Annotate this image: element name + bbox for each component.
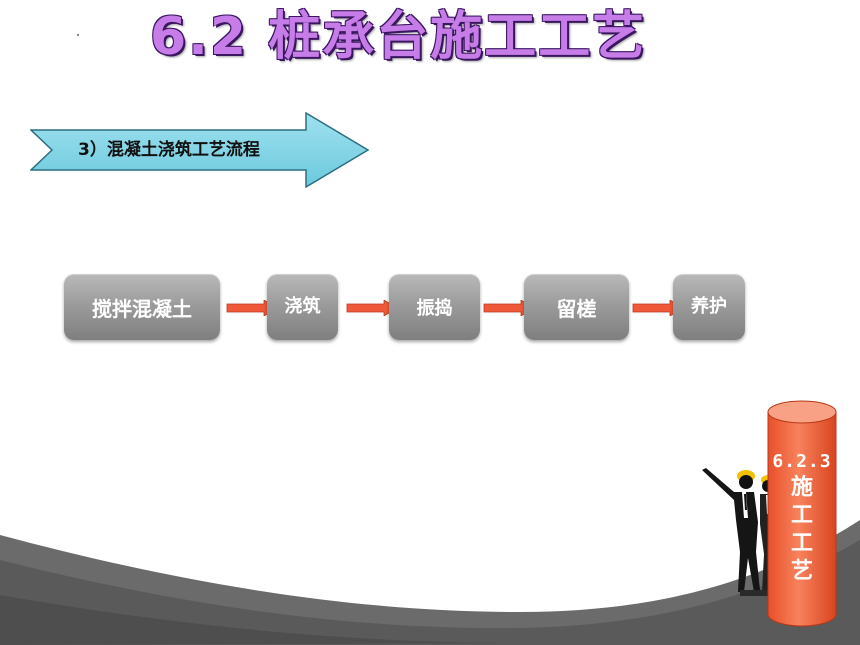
step-label: 搅拌混凝土	[92, 296, 192, 321]
step-mixing: 搅拌混凝土	[64, 274, 220, 340]
step-vibrating: 振捣	[389, 274, 480, 340]
page-title: 6.2 桩承台施工工艺	[150, 7, 647, 67]
banner-label: 3）混凝土浇筑工艺流程	[78, 140, 260, 160]
cylinder-shape	[767, 400, 837, 627]
step-label: 留槎	[556, 296, 597, 321]
step-label: 振捣	[416, 298, 453, 319]
section-cylinder-tag: 6.2.3 施 工 工 艺	[767, 400, 837, 628]
cylinder-text: 6.2.3 施 工 工 艺	[767, 450, 837, 586]
tag-char: 工	[790, 503, 813, 528]
step-curing: 养护	[673, 274, 745, 340]
step-joint: 留槎	[524, 274, 629, 340]
decorative-dot	[77, 34, 79, 36]
tag-char: 施	[790, 475, 813, 500]
step-label: 养护	[691, 296, 727, 317]
step-pouring: 浇筑	[267, 274, 338, 340]
section-number: 6.2.3	[772, 451, 832, 472]
banner-arrow-shape	[30, 112, 370, 188]
step-label: 浇筑	[284, 296, 321, 317]
tag-char: 工	[790, 531, 813, 556]
tag-char: 艺	[790, 559, 813, 584]
section-banner: 3）混凝土浇筑工艺流程	[30, 112, 370, 188]
